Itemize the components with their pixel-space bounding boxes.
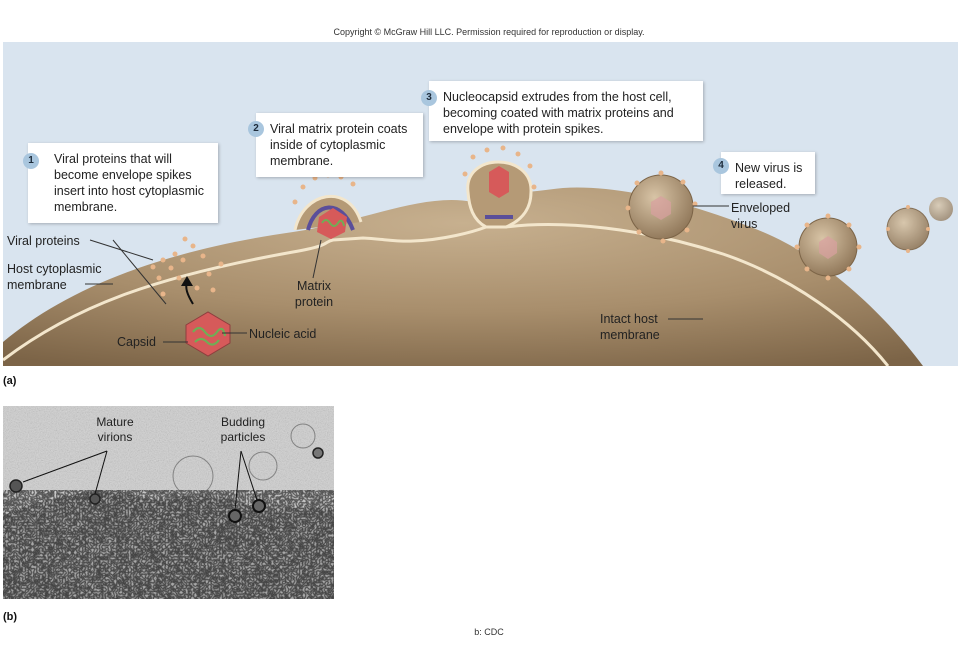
panel-b-label: (b)	[3, 611, 18, 623]
step-2-number: 2	[248, 121, 264, 137]
micrograph-image	[3, 406, 334, 599]
step-3-callout: Nucleocapsid extrudes from the host cell…	[429, 81, 703, 141]
enveloped-virus-4	[929, 197, 953, 221]
budding-diagram: Viral proteins that will become envelope…	[3, 42, 958, 366]
step-3-text: Nucleocapsid extrudes from the host cell…	[443, 90, 674, 136]
step-4-number: 4	[713, 158, 729, 174]
capsid-3	[489, 166, 509, 198]
label-host-membrane: Host cytoplasmic membrane	[7, 262, 102, 292]
capsid-2	[317, 208, 347, 239]
insertion-arrowhead	[181, 276, 193, 286]
label-budding-particles: Budding particles	[220, 415, 266, 444]
step-3-number: 3	[421, 90, 437, 106]
step-1-callout: Viral proteins that will become envelope…	[28, 143, 218, 223]
label-intact-membrane: Intact host membrane	[600, 312, 660, 342]
leader-lines	[85, 205, 729, 343]
step-1-text: Viral proteins that will become envelope…	[54, 152, 205, 214]
label-enveloped-virus: Enveloped virus	[731, 201, 791, 231]
step-2-callout: Viral matrix protein coats inside of cyt…	[256, 113, 423, 177]
enveloped-virus-1	[625, 170, 698, 244]
step-4-callout: New virus is released.	[721, 152, 815, 194]
nucleic-acid-2	[321, 219, 345, 227]
panel-a-label: (a)	[3, 375, 17, 387]
label-mature-virions: Mature virions	[96, 415, 134, 444]
step-4-text: New virus is released.	[735, 161, 803, 191]
host-cell	[3, 187, 923, 366]
label-matrix-protein: Matrix protein	[294, 279, 334, 309]
matrix-coat-2	[306, 205, 355, 231]
micrograph-leaders	[22, 450, 258, 511]
step-2-text: Viral matrix protein coats inside of cyt…	[270, 122, 408, 168]
enveloped-virus-3	[886, 205, 930, 253]
micrograph: Mature virions Budding particles	[3, 406, 334, 599]
copyright-notice: Copyright © McGraw Hill LLC. Permission …	[333, 27, 645, 37]
image-credit: b: CDC	[474, 627, 504, 637]
label-viral-proteins: Viral proteins	[7, 234, 80, 248]
label-capsid: Capsid	[117, 335, 156, 349]
cell-illustration	[3, 145, 953, 366]
free-nucleic-acid	[192, 326, 227, 346]
label-nucleic-acid: Nucleic acid	[249, 327, 317, 341]
enveloped-virus-2	[794, 213, 862, 281]
step-1-number: 1	[23, 153, 39, 169]
